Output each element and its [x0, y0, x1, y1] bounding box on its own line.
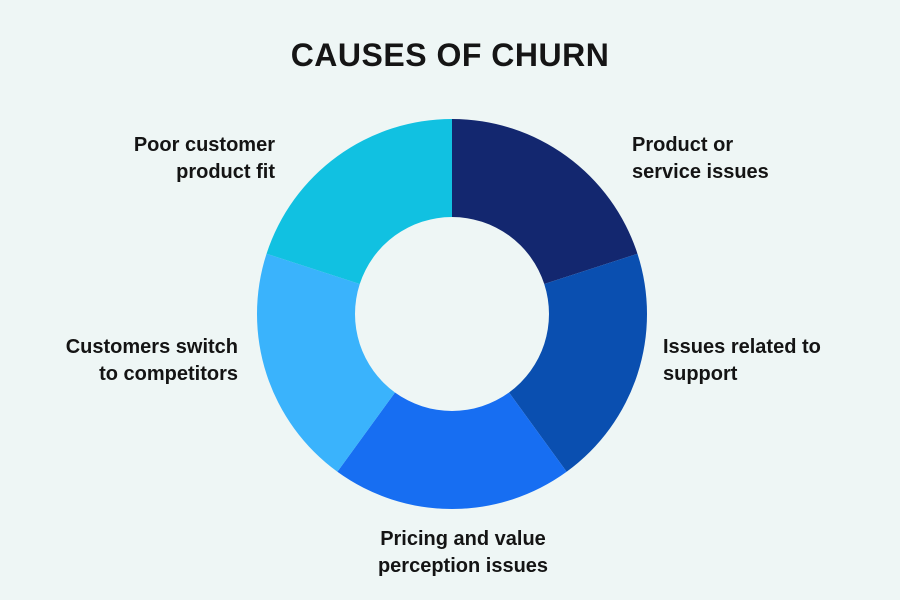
segment-label-customers-switch-to-competitors: Customers switch to competitors: [65, 336, 238, 385]
segment-label-poor-customer-product-fit: Poor customer product fit: [133, 134, 275, 183]
segment-label-issues-related-to-support: Issues related to support: [663, 336, 821, 385]
donut-segment-issues-related-to-support: [509, 253, 648, 472]
page-title: CAUSES OF CHURN: [290, 37, 610, 73]
donut-segment-customers-switch-to-competitors: [256, 253, 395, 472]
donut-segment-pricing-and-value-perception-issues: [337, 392, 567, 510]
segment-label-product-or-service-issues: Product or service issues: [632, 134, 769, 183]
donut-segment-product-or-service-issues: [452, 119, 638, 285]
donut-segment-poor-customer-product-fit: [266, 118, 452, 285]
segment-label-pricing-and-value-perception-issues: Pricing and value perception issues: [377, 528, 549, 577]
